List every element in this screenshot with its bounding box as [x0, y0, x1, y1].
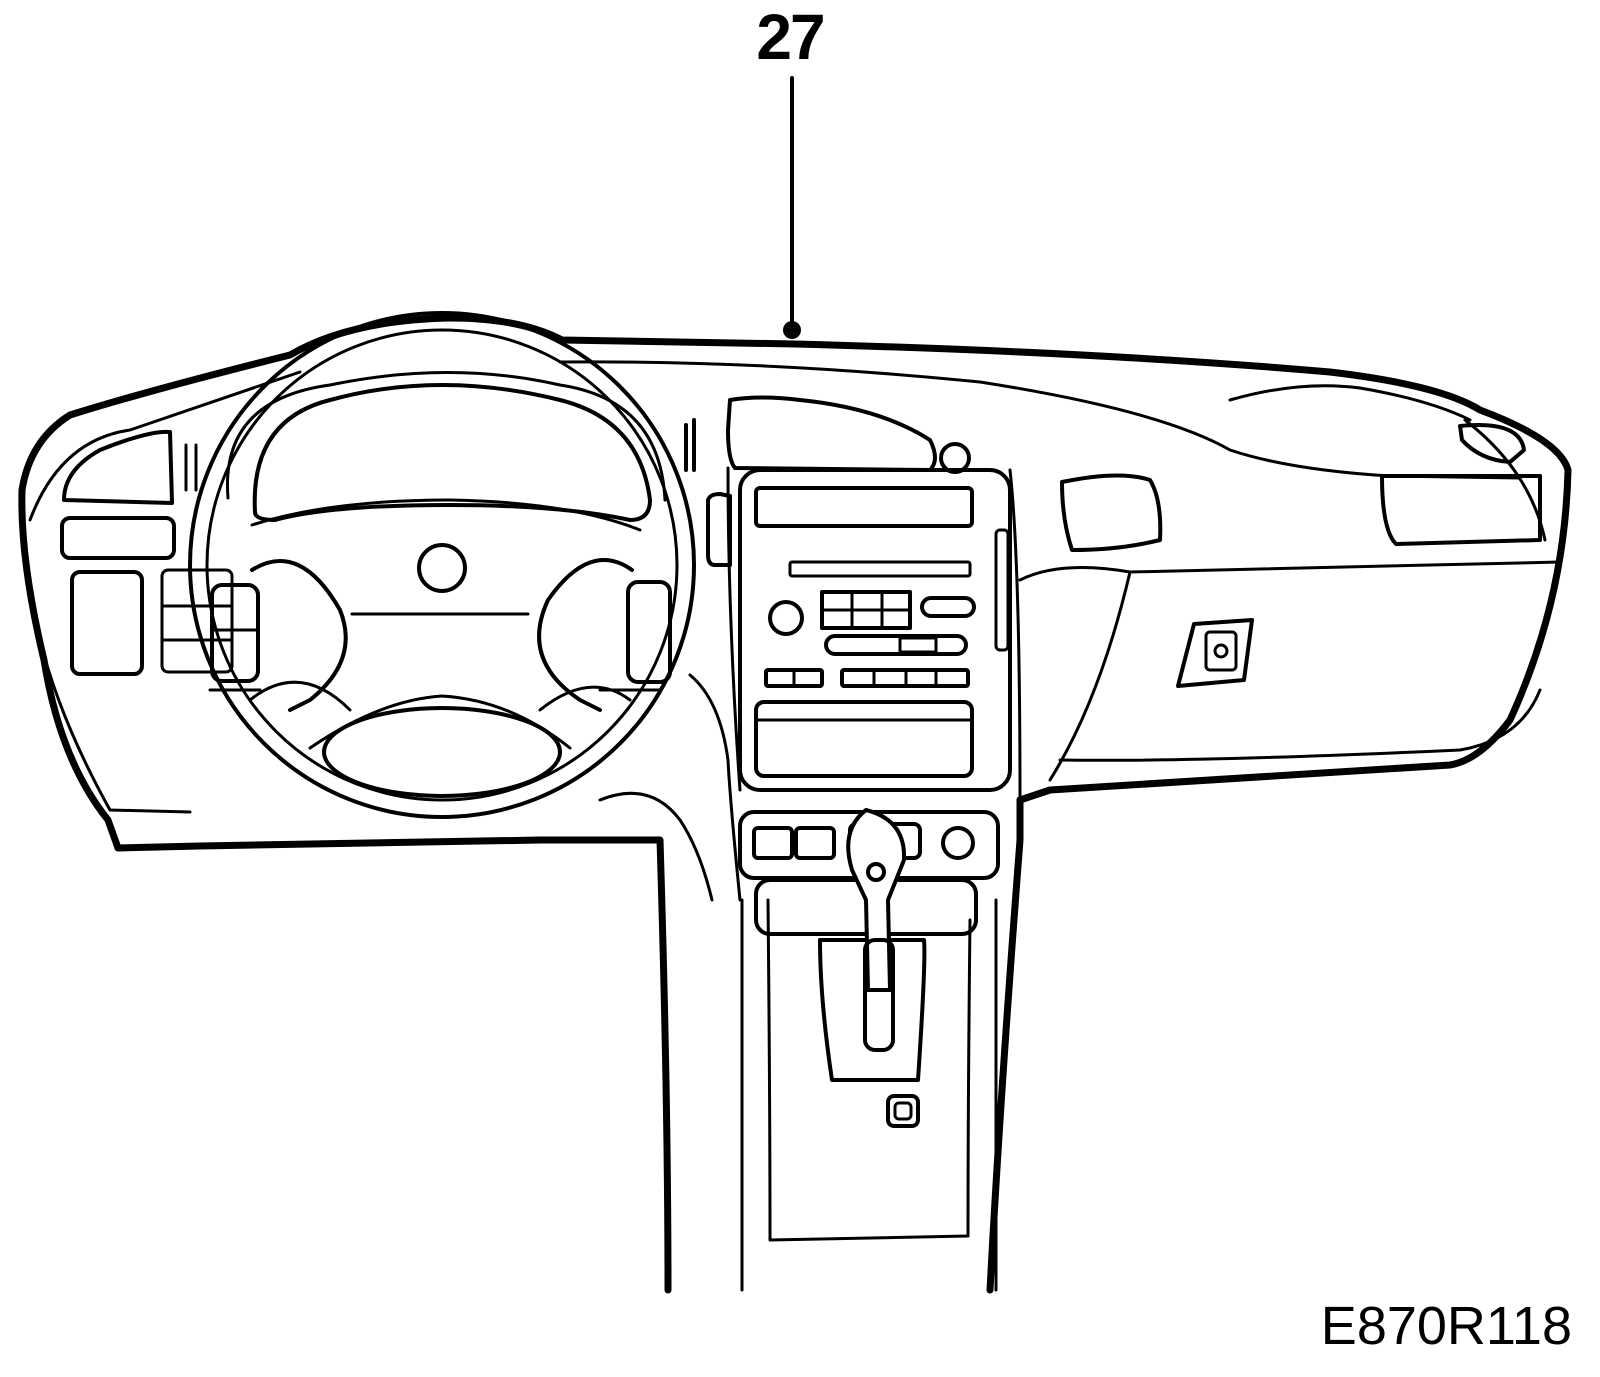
center-stack	[598, 395, 1022, 902]
passenger-side	[1060, 423, 1542, 688]
callout-number: 27	[756, 1, 825, 73]
dashboard-outline	[18, 314, 1572, 1294]
steering-wheel	[188, 311, 696, 819]
left-switch-panel	[60, 429, 234, 676]
center-console	[738, 808, 1000, 1292]
figure-reference-code: E870R118	[1320, 1296, 1572, 1356]
callout-leader-line	[783, 76, 801, 339]
